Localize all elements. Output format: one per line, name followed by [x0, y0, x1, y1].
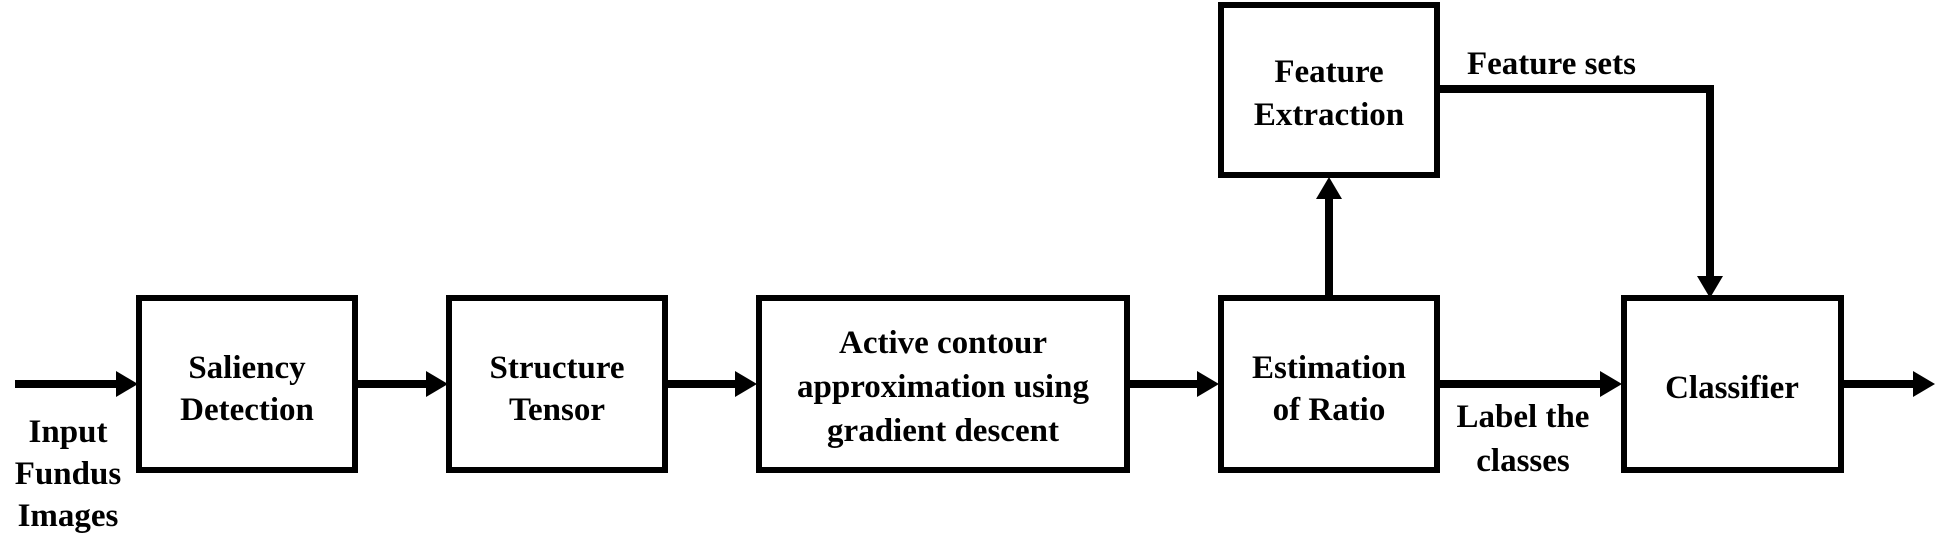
- arrow-ratio-to-feature: [1316, 177, 1342, 296]
- input-label: Input Fundus Images: [15, 414, 122, 534]
- block-feature-extraction: Feature Extraction: [1218, 2, 1440, 178]
- block-structure-tensor: Structure Tensor: [446, 295, 668, 473]
- arrow-contour-to-ratio: [1127, 371, 1219, 397]
- input-line-3: Images: [18, 498, 119, 534]
- classifier-label: Classifier: [1665, 370, 1799, 406]
- saliency-line-2: Detection: [180, 392, 314, 428]
- block-active-contour: Active contour approximation using gradi…: [756, 295, 1130, 473]
- structure-line-2: Tensor: [509, 392, 605, 428]
- arrow-input-to-saliency: [15, 371, 138, 397]
- contour-line-1: Active contour: [839, 325, 1047, 361]
- ratio-line-1: Estimation: [1252, 350, 1406, 386]
- feature-sets-label: Feature sets: [1467, 46, 1636, 82]
- input-line-2: Fundus: [15, 456, 122, 492]
- saliency-line-1: Saliency: [188, 350, 306, 386]
- connectors: [15, 85, 1935, 397]
- label-classes-line-1: Label the: [1457, 399, 1590, 435]
- structure-line-1: Structure: [489, 350, 624, 386]
- contour-line-3: gradient descent: [827, 413, 1059, 449]
- contour-line-2: approximation using: [797, 369, 1089, 405]
- arrow-structure-to-contour: [665, 371, 757, 397]
- feature-line-1: Feature: [1274, 54, 1383, 90]
- ratio-line-2: of Ratio: [1273, 392, 1386, 428]
- arrow-saliency-to-structure: [355, 371, 448, 397]
- block-classifier: Classifier: [1621, 295, 1844, 473]
- arrow-classifier-output: [1841, 371, 1935, 397]
- block-estimation-of-ratio: Estimation of Ratio: [1218, 295, 1440, 473]
- arrow-ratio-to-classifier: [1437, 371, 1622, 397]
- label-classes-line-2: classes: [1476, 443, 1570, 479]
- arrow-feature-to-classifier: [1437, 85, 1723, 298]
- label-classes-label: Label the classes: [1457, 399, 1590, 479]
- feature-line-2: Extraction: [1254, 97, 1404, 133]
- block-saliency-detection: Saliency Detection: [136, 295, 358, 473]
- input-line-1: Input: [29, 414, 108, 450]
